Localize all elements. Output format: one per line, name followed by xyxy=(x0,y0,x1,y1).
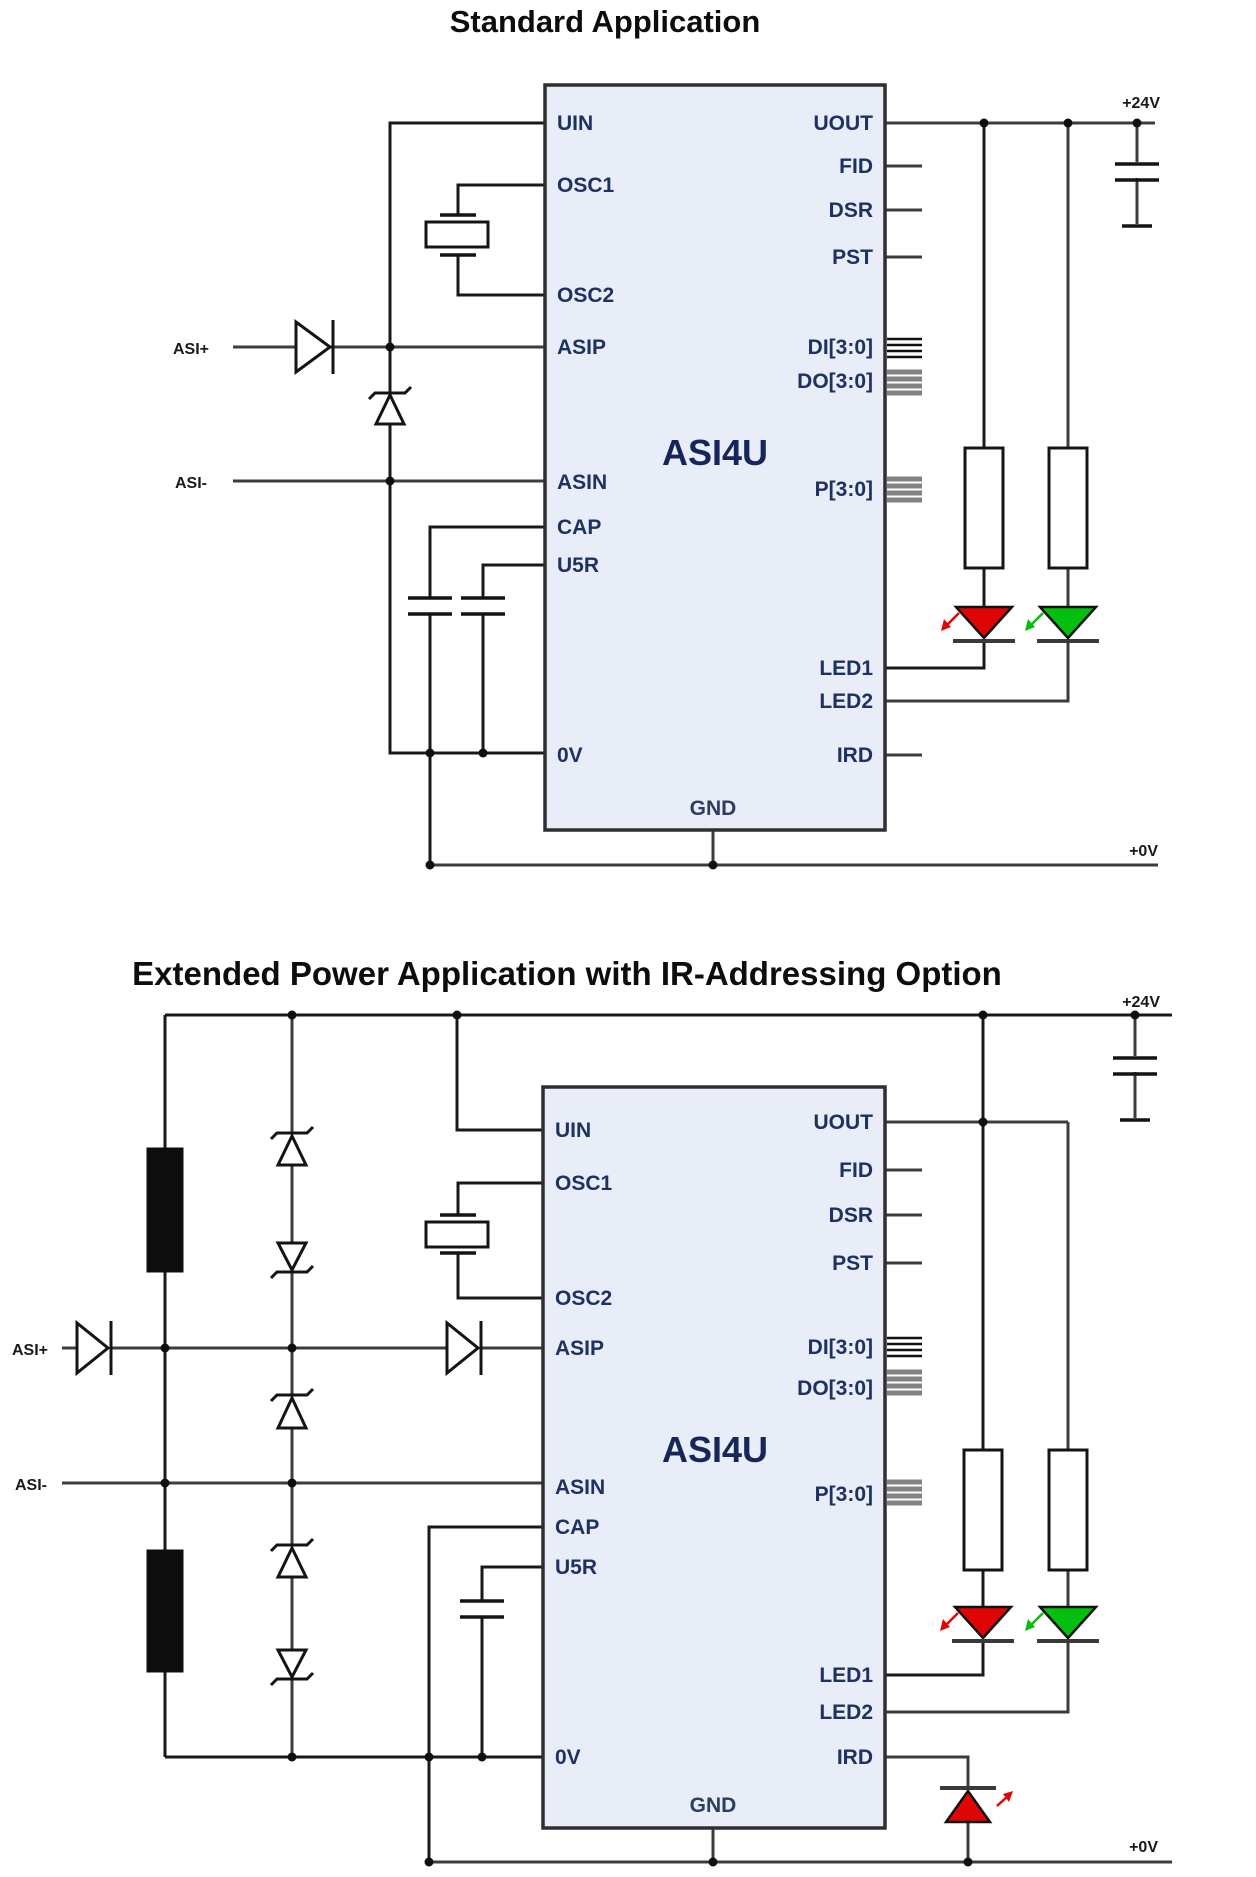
pin-label-asin: ASIN xyxy=(555,1476,605,1499)
led2-resistor-symbol xyxy=(1047,446,1089,570)
pin-label-u5r: U5R xyxy=(555,1556,597,1579)
standard-application-diagram: Standard Application xyxy=(173,4,1160,870)
junction-dots xyxy=(160,1010,1140,1867)
asip-series-diode-symbol xyxy=(445,1319,483,1377)
p-bus xyxy=(887,476,922,503)
asi-minus-choke-symbol xyxy=(146,1549,184,1673)
green-led-symbol xyxy=(1025,605,1099,643)
quartz-crystal-symbol xyxy=(424,1213,490,1255)
pin-label-dsr: DSR xyxy=(829,1204,873,1227)
zener-diode-stack xyxy=(269,1125,315,1687)
pin-label-pst: PST xyxy=(832,1252,873,1275)
pin-label-asip: ASIP xyxy=(555,1337,604,1360)
pin-label-di: DI[3:0] xyxy=(808,1336,873,1359)
do-bus xyxy=(887,1369,922,1396)
asi-plus-choke-symbol xyxy=(146,1147,184,1273)
diagram-title: Standard Application xyxy=(450,4,761,39)
pin-label-p: P[3:0] xyxy=(815,478,873,501)
extended-power-diagram: Extended Power Application with IR-Addre… xyxy=(12,955,1172,1867)
led1-resistor-symbol xyxy=(963,446,1005,570)
chip-name-label: ASI4U xyxy=(662,1429,768,1470)
red-led-symbol xyxy=(941,605,1015,643)
pin-label-gnd: GND xyxy=(690,1794,737,1817)
green-led-symbol xyxy=(1025,1605,1099,1643)
di-bus xyxy=(887,1336,922,1358)
pin-label-ird: IRD xyxy=(837,1746,873,1769)
pin-label-do: DO[3:0] xyxy=(797,370,873,393)
supply-net-label: +24V xyxy=(1122,994,1160,1011)
ir-emission-arrow-icon xyxy=(1003,1791,1013,1802)
pin-label-led1: LED1 xyxy=(819,1664,873,1687)
pin-label-uout: UOUT xyxy=(814,112,874,135)
pin-label-u5r: U5R xyxy=(557,554,599,577)
pin-label-0v: 0V xyxy=(557,744,583,767)
supply-net-label: +24V xyxy=(1122,95,1160,112)
red-emission-arrow-icon xyxy=(940,1619,950,1631)
ground-net-label: +0V xyxy=(1129,1839,1158,1856)
do-bus xyxy=(887,369,922,396)
asi-plus-diode-symbol xyxy=(75,1319,113,1377)
di-bus xyxy=(887,337,922,359)
u5r-pin-capacitor-symbol xyxy=(460,1599,504,1619)
asi4u-chip-body xyxy=(543,83,887,832)
zener-diode-symbol xyxy=(269,1387,315,1430)
pin-label-led2: LED2 xyxy=(819,1701,873,1724)
asi-minus-net-label: ASI- xyxy=(175,475,207,492)
pin-label-led2: LED2 xyxy=(819,690,873,713)
junction-dots xyxy=(385,118,1142,870)
red-emission-arrow-icon xyxy=(941,619,951,631)
pin-label-p: P[3:0] xyxy=(815,1483,873,1506)
pin-label-osc2: OSC2 xyxy=(557,284,614,307)
pin-label-uin: UIN xyxy=(555,1119,591,1142)
ground-net-label: +0V xyxy=(1129,843,1158,860)
supply-capacitor-symbol xyxy=(1113,1056,1157,1122)
cap-pin-capacitor-symbol xyxy=(408,596,452,616)
pin-label-cap: CAP xyxy=(557,516,601,539)
asi-plus-diode-symbol xyxy=(294,319,335,375)
pin-label-dsr: DSR xyxy=(829,199,873,222)
pin-label-asip: ASIP xyxy=(557,336,606,359)
pin-label-cap: CAP xyxy=(555,1516,599,1539)
led2-resistor-symbol xyxy=(1047,1448,1089,1572)
pin-label-asin: ASIN xyxy=(557,471,607,494)
pin-label-led1: LED1 xyxy=(819,657,873,680)
wires xyxy=(62,1013,1172,1864)
pin-label-uout: UOUT xyxy=(814,1111,874,1134)
diagram-title: Extended Power Application with IR-Addre… xyxy=(132,955,1002,992)
asi4u-chip-body xyxy=(541,1085,887,1830)
chip-name-label: ASI4U xyxy=(662,432,768,473)
pin-label-do: DO[3:0] xyxy=(797,1377,873,1400)
zener-diode-symbol xyxy=(269,1648,315,1687)
quartz-crystal-symbol xyxy=(424,213,490,257)
supply-capacitor-symbol xyxy=(1115,162,1159,228)
pin-label-osc2: OSC2 xyxy=(555,1287,612,1310)
asi-plus-net-label: ASI+ xyxy=(12,1342,48,1359)
p-bus xyxy=(887,1479,922,1506)
red-led-symbol xyxy=(940,1605,1014,1643)
pin-label-0v: 0V xyxy=(555,1746,581,1769)
green-emission-arrow-icon xyxy=(1025,619,1035,631)
pin-label-osc1: OSC1 xyxy=(555,1172,613,1195)
zener-diode-symbol xyxy=(269,1537,315,1579)
u5r-pin-capacitor-symbol xyxy=(461,596,505,616)
led1-resistor-symbol xyxy=(962,1448,1004,1572)
asi-plus-net-label: ASI+ xyxy=(173,341,209,358)
pin-label-ird: IRD xyxy=(837,744,873,767)
green-emission-arrow-icon xyxy=(1025,1619,1035,1631)
pin-label-uin: UIN xyxy=(557,112,593,135)
pin-label-fid: FID xyxy=(839,1159,873,1182)
pin-label-pst: PST xyxy=(832,246,873,269)
ir-led-symbol xyxy=(940,1786,1013,1824)
pin-label-fid: FID xyxy=(839,155,873,178)
zener-diode-symbol xyxy=(269,1241,315,1280)
pin-label-di: DI[3:0] xyxy=(808,336,873,359)
pin-label-gnd: GND xyxy=(690,797,737,820)
zener-diode-symbol xyxy=(269,1125,315,1167)
asi-minus-net-label: ASI- xyxy=(15,1477,47,1494)
pin-label-osc1: OSC1 xyxy=(557,174,615,197)
zener-diode-symbol xyxy=(367,385,413,426)
wires xyxy=(233,121,1158,867)
